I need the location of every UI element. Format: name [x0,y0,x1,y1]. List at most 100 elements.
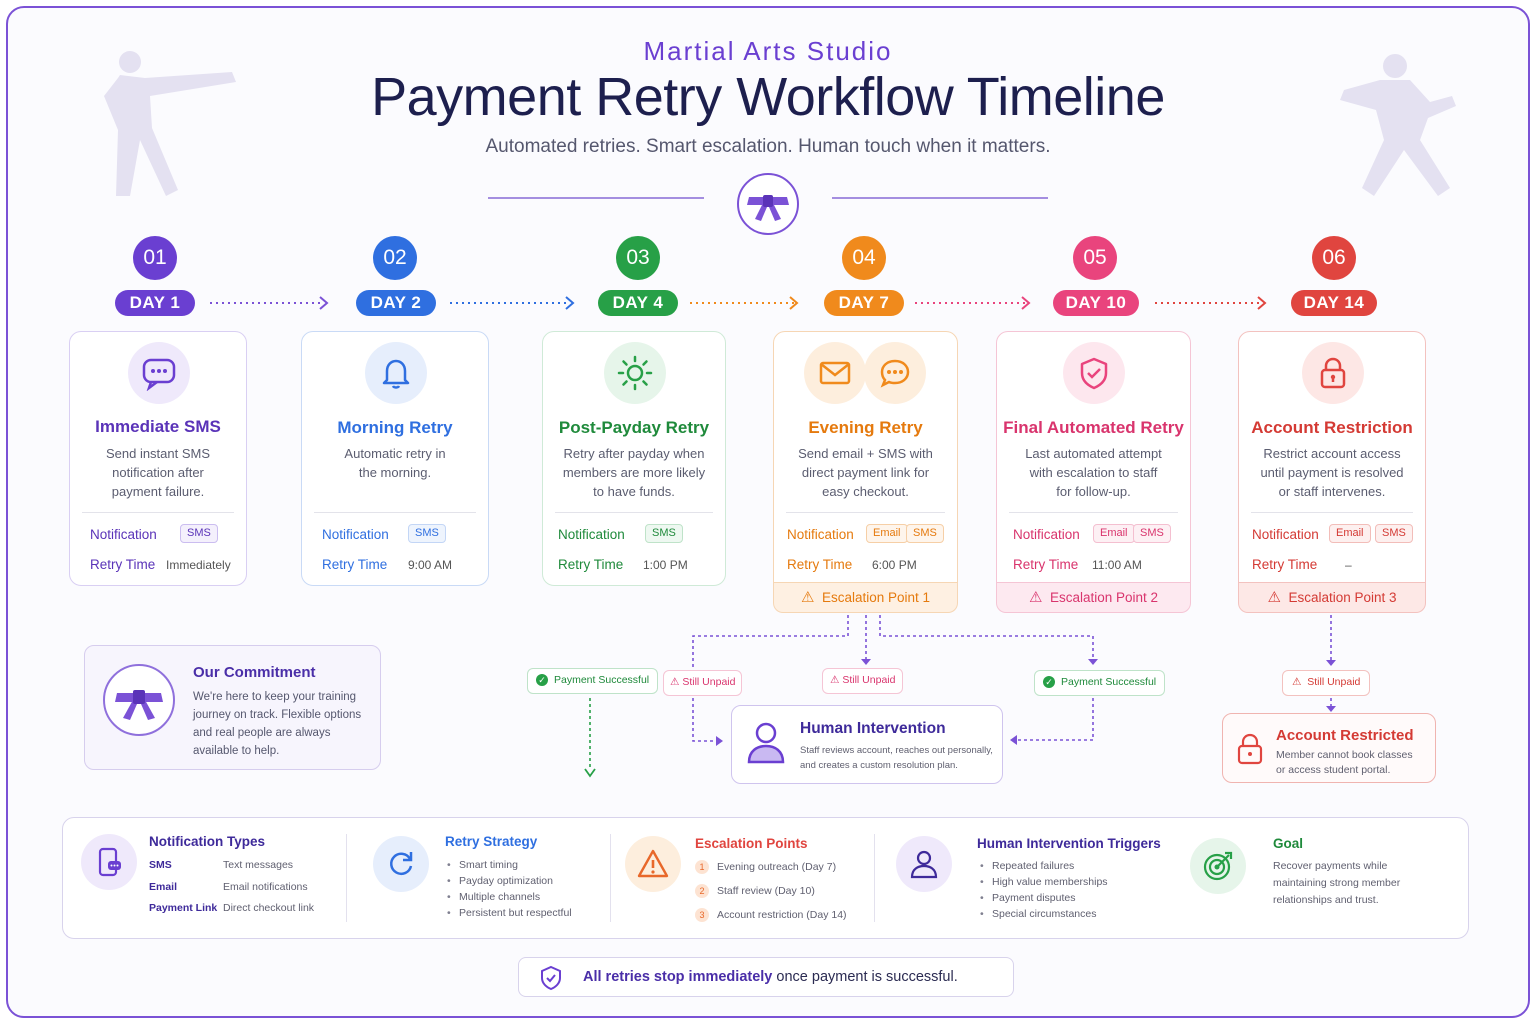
step-number-2: 02 [373,236,417,280]
notification-type-sms: SMS [149,859,172,871]
day-pill-4: DAY 7 [824,290,904,316]
step-card-6: Account Restriction Restrict account acc… [1238,331,1426,583]
chat-bubble-icon [128,342,190,404]
step-number-3: 03 [616,236,660,280]
lock-icon [1235,732,1265,771]
day-pill-2: DAY 2 [356,290,436,316]
notification-label-4: Notification [787,527,854,542]
still-unpaid-chip-1: ⚠ Still Unpaid [663,670,743,696]
retry-label-4: Retry Time [787,557,853,572]
step-number-5: 05 [1073,236,1117,280]
notification-label-1: Notification [90,527,157,542]
chat-bubble-icon [864,342,926,404]
check-circle-icon: ✓ [536,674,548,686]
footer-banner: All retries stop immediately once paymen… [518,957,1014,997]
day-pill-6: DAY 14 [1291,290,1377,316]
retry-label-6: Retry Time [1252,557,1318,572]
triggers-title: Human Intervention Triggers [977,836,1161,851]
step-number-4: 04 [842,236,886,280]
notification-type-link: Payment Link [149,902,218,914]
warning-icon: ⚠ [1292,676,1302,688]
envelope-icon [804,342,866,404]
step-number-6: 06 [1312,236,1356,280]
human-intervention-text: Staff reviews account, reaches out perso… [800,745,993,771]
step-title-1: Immediate SMS [95,417,221,436]
notification-label-3: Notification [558,527,625,542]
retry-time-1: Immediately [166,558,231,572]
retry-strategy-title: Retry Strategy [445,834,538,849]
still-unpaid-chip-2: ⚠ Still Unpaid [822,668,904,694]
retry-label-2: Retry Time [322,557,388,572]
page-subtitle: Automated retries. Smart escalation. Hum… [485,136,1051,157]
shield-check-icon [539,965,563,996]
notification-label-5: Notification [1013,527,1080,542]
warning-icon: ⚠ [670,676,680,688]
warning-icon: ⚠ [830,674,840,686]
legend-divider [874,834,875,922]
warning-icon: ⚠ [1028,589,1043,606]
payment-successful-chip-1: ✓Payment Successful [527,668,659,694]
notification-type-email: Email [149,881,178,893]
retry-label-1: Retry Time [90,557,156,572]
human-intervention-box: Human Intervention Staff reviews account… [731,705,1003,784]
tag-sms-1: SMS [180,524,218,543]
account-restricted-title: Account Restricted [1276,727,1414,744]
retry-time-2: 9:00 AM [408,558,453,572]
notification-label-6: Notification [1252,527,1319,542]
phone-chat-icon [81,834,137,890]
sun-icon [604,342,666,404]
retry-label-3: Retry Time [558,557,624,572]
footer-text: All retries stop immediately once paymen… [583,969,958,985]
notification-types-title: Notification Types [149,834,266,849]
retry-time-6: – [1345,558,1352,572]
refresh-icon [373,836,429,892]
commitment-title: Our Commitment [193,664,316,681]
day-pill-1: DAY 1 [115,290,195,316]
retry-time-5: 11:00 AM [1092,558,1142,572]
step-title-6: Account Restriction [1251,418,1413,437]
human-intervention-title: Human Intervention [800,720,946,737]
page-title: Payment Retry Workflow Timeline [371,67,1165,127]
target-icon [1190,838,1246,894]
tag-sms-6: SMS [1375,524,1413,543]
tag-email-6: Email [1329,524,1371,543]
goal-title: Goal [1273,836,1304,851]
warning-icon [625,836,681,892]
step-title-4: Evening Retry [808,418,923,437]
warning-icon: ⚠ [1267,589,1281,606]
step-title-3: Post-Payday Retry [558,418,710,437]
warning-icon: ⚠ [800,589,815,606]
escalation-point-2: ⚠ Escalation Point 2 [996,583,1191,613]
shield-check-icon [1063,342,1125,404]
belt-emblem-icon [737,173,799,235]
bell-icon [365,342,427,404]
check-circle-icon: ✓ [1043,676,1055,688]
legend-divider [610,834,611,922]
commitment-box: Our Commitment We're here to keep your t… [84,645,381,770]
notification-type-sms-desc: Text messages [223,859,294,871]
retry-strategy-list: Smart timing Payday optimization Multipl… [447,857,572,921]
person-icon [896,836,952,892]
payment-successful-chip-2: ✓Payment Successful [1034,670,1166,696]
title-divider-right [832,197,1048,199]
step-number-1: 01 [133,236,177,280]
belt-icon [103,664,175,736]
step-title-2: Morning Retry [337,418,453,437]
lock-icon [1302,342,1364,404]
tag-sms-4: SMS [906,524,944,543]
notification-type-email-desc: Email notifications [223,881,308,893]
day-pill-5: DAY 10 [1053,290,1139,316]
escalation-point-3: ⚠ Escalation Point 3 [1238,583,1426,613]
retry-label-5: Retry Time [1013,557,1079,572]
retry-time-3: 1:00 PM [643,558,688,572]
